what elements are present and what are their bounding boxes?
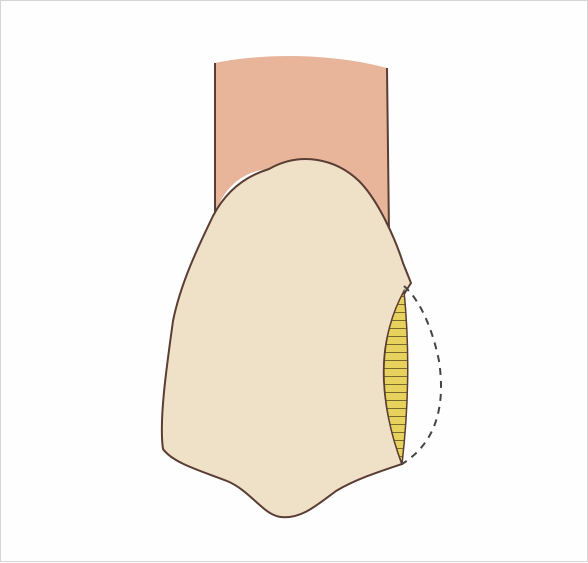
tooth-crown [162, 159, 411, 517]
